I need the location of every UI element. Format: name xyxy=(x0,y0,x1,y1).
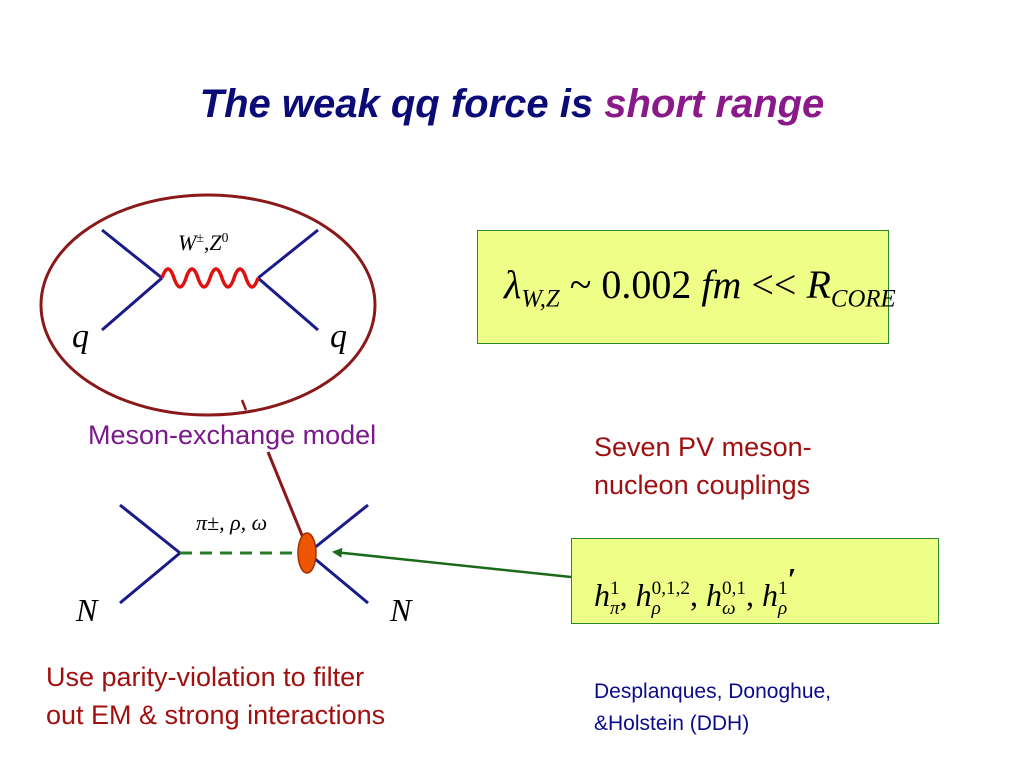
nucleon-line-upper-right xyxy=(307,503,369,555)
nucleon-line-lower-left xyxy=(119,551,181,605)
nucleon-label-left: N xyxy=(76,592,98,628)
quark-label-right: q xyxy=(330,318,347,355)
slide-title: The weak qq force is short range xyxy=(0,82,1024,127)
nucleon-line-lower-right xyxy=(307,551,369,605)
quark-line-upper-right xyxy=(257,228,319,280)
title-part-1: The weak qq force is xyxy=(199,82,594,126)
top-diagram-ellipse xyxy=(39,193,377,417)
connector-line xyxy=(266,451,308,546)
w-boson-propagator xyxy=(160,267,260,289)
ddh-reference-label: Desplanques, Donoghue, &Holstein (DDH) xyxy=(594,680,832,735)
boson-label: W±,Z0 xyxy=(178,230,229,256)
meson-exchange-label: Meson-exchange model xyxy=(88,420,377,450)
nucleon-label-right: N xyxy=(390,592,412,628)
connector-tick xyxy=(240,399,248,411)
pv-vertex-blob xyxy=(297,532,317,574)
pv-filter-label: Use parity-violation to filter out EM & … xyxy=(46,662,386,730)
couplings-label: Seven PV meson- nucleon couplings xyxy=(594,432,812,500)
range-formula: λW,Z ~ 0.002 fm << RCORE xyxy=(504,262,896,313)
nucleon-line-upper-left xyxy=(119,503,181,555)
meson-label: π±, ρ, ω xyxy=(196,510,268,535)
quark-line-upper-left xyxy=(101,228,163,280)
quark-line-lower-left xyxy=(101,276,163,332)
quark-label-left: q xyxy=(72,318,89,355)
title-part-2-highlight: short range xyxy=(604,82,825,126)
quark-line-lower-right xyxy=(257,276,319,332)
range-formula-box: λW,Z ~ 0.002 fm << RCORE xyxy=(477,230,896,344)
coupling-arrow xyxy=(332,547,572,579)
